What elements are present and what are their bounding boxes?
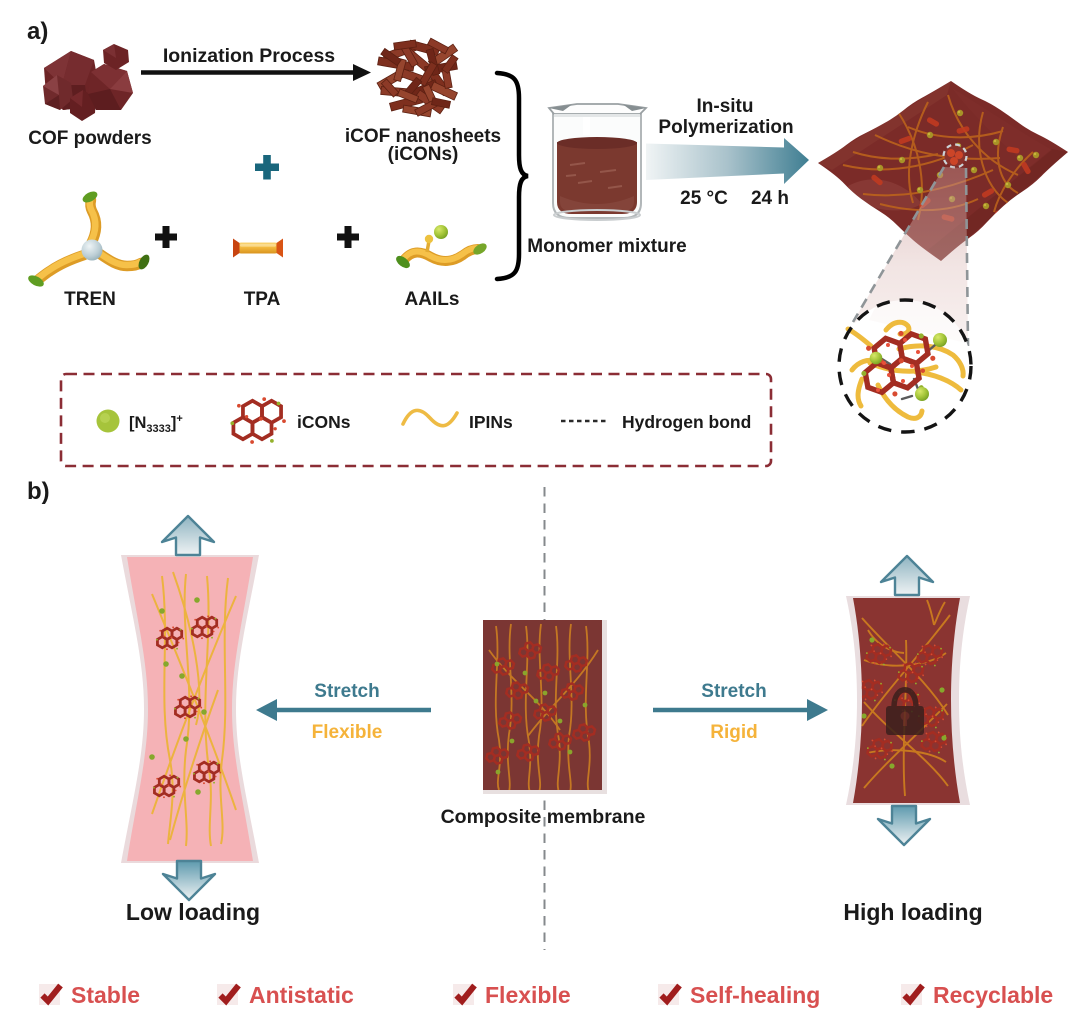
svg-text:b): b) bbox=[27, 478, 50, 505]
svg-text:High loading: High loading bbox=[843, 899, 982, 925]
svg-text:AAILs: AAILs bbox=[405, 289, 460, 310]
svg-text:Flexible: Flexible bbox=[312, 722, 383, 743]
svg-text:TPA: TPA bbox=[244, 289, 281, 310]
svg-text:24 h: 24 h bbox=[751, 188, 789, 209]
svg-text:Stable: Stable bbox=[71, 982, 140, 1008]
svg-text:a): a) bbox=[27, 18, 48, 45]
svg-text:COF powders: COF powders bbox=[28, 128, 152, 149]
svg-text:IPINs: IPINs bbox=[469, 412, 513, 432]
svg-text:[N3333]+: [N3333]+ bbox=[129, 413, 183, 435]
svg-text:Antistatic: Antistatic bbox=[249, 982, 354, 1008]
svg-text:Rigid: Rigid bbox=[710, 722, 758, 743]
svg-text:Low loading: Low loading bbox=[126, 899, 260, 925]
svg-text:Stretch: Stretch bbox=[701, 681, 766, 702]
svg-text:iCOF nanosheets: iCOF nanosheets bbox=[345, 126, 501, 147]
svg-text:TREN: TREN bbox=[64, 289, 116, 310]
svg-text:Composite membrane: Composite membrane bbox=[441, 806, 646, 828]
svg-text:Self-healing: Self-healing bbox=[690, 982, 820, 1008]
svg-text:Hydrogen bond: Hydrogen bond bbox=[622, 412, 751, 432]
svg-text:In-situ: In-situ bbox=[697, 96, 754, 117]
svg-text:Flexible: Flexible bbox=[485, 982, 571, 1008]
svg-text:(iCONs): (iCONs) bbox=[388, 144, 459, 165]
svg-text:Monomer mixture: Monomer mixture bbox=[527, 236, 686, 257]
svg-text:25 °C: 25 °C bbox=[680, 188, 728, 209]
svg-text:iCONs: iCONs bbox=[297, 412, 351, 432]
svg-text:Polymerization: Polymerization bbox=[658, 117, 793, 138]
svg-text:Stretch: Stretch bbox=[314, 681, 379, 702]
svg-text:Recyclable: Recyclable bbox=[933, 982, 1053, 1008]
svg-text:Ionization Process: Ionization Process bbox=[163, 45, 335, 67]
